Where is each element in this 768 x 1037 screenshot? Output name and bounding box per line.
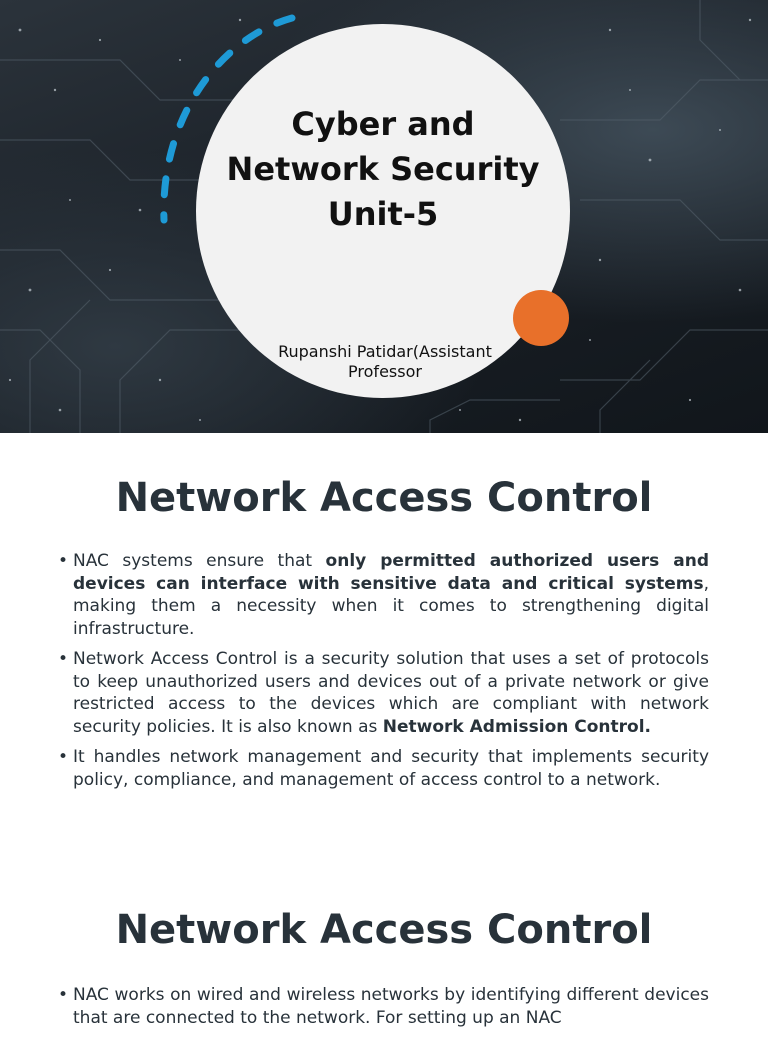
bullet-list: NAC works on wired and wireless networks… (58, 984, 709, 1037)
title-line: Unit-5 (327, 195, 439, 233)
title-line: Cyber and (291, 105, 475, 143)
slide-heading: Network Access Control (115, 475, 653, 521)
list-item: NAC systems ensure that only permitted a… (58, 550, 709, 640)
dashed-arc-decoration (160, 14, 296, 224)
circuit-background (0, 0, 768, 433)
presentation-title: Cyber and Network Security Unit-5 (200, 102, 566, 237)
title-slide: Cyber and Network Security Unit-5 Rupans… (0, 0, 768, 433)
author-line: Professor (348, 362, 422, 381)
author-line: Rupanshi Patidar(Assistant (278, 342, 492, 361)
author-name: Rupanshi Patidar(Assistant Professor (200, 342, 570, 382)
list-item: It handles network management and securi… (58, 746, 709, 791)
title-line: Network Security (226, 150, 540, 188)
list-item: NAC works on wired and wireless networks… (58, 984, 709, 1029)
title-circle (196, 24, 570, 398)
bullet-list: NAC systems ensure that only permitted a… (58, 550, 709, 799)
list-item: Network Access Control is a security sol… (58, 648, 709, 738)
slide-heading: Network Access Control (115, 907, 653, 953)
orange-dot-decoration (513, 290, 569, 346)
